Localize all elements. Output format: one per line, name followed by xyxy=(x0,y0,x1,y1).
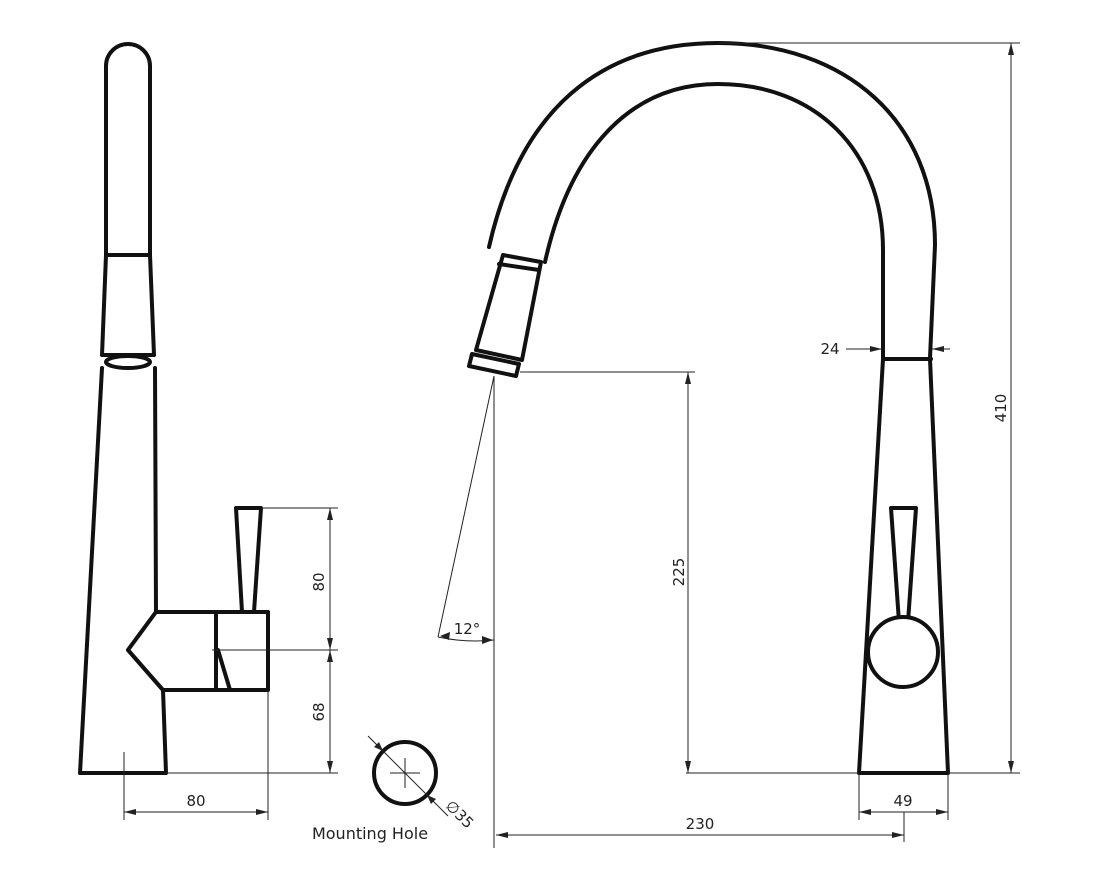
side-mixer-cap xyxy=(214,610,270,692)
front-view xyxy=(467,41,950,775)
side-mixer-cut xyxy=(216,648,232,692)
front-dimensions: 12° 225 24 410 49 230 xyxy=(437,42,1020,848)
front-gooseneck-inner xyxy=(543,82,885,360)
side-mixer-block xyxy=(126,610,218,692)
dim-base-width: 49 xyxy=(893,792,912,810)
side-ring-collar xyxy=(104,354,152,370)
mounting-hole-label: Mounting Hole xyxy=(312,824,428,843)
mounting-hole: ∅35 Mounting Hole xyxy=(312,735,477,843)
front-lever-handle xyxy=(889,506,918,624)
dim-spout-reach: 230 xyxy=(686,815,715,833)
front-mixer-knob xyxy=(866,615,940,689)
mounting-hole-circle xyxy=(372,740,438,806)
dim-handle-height: 80 xyxy=(310,572,328,591)
dim-spout-angle: 12° xyxy=(454,620,481,638)
side-body xyxy=(78,366,168,775)
front-spray-nozzle xyxy=(467,352,521,378)
dim-neck-width: 24 xyxy=(820,340,839,358)
front-spray-head xyxy=(474,253,543,362)
dim-base-depth: 80 xyxy=(186,792,205,810)
side-ring-band xyxy=(100,253,156,357)
front-body xyxy=(857,357,950,775)
side-spout-upper xyxy=(104,42,152,257)
dim-body-offset: 68 xyxy=(310,702,328,721)
side-dimensions: 80 68 80 xyxy=(123,507,338,820)
dim-hole-diameter: ∅35 xyxy=(442,797,477,832)
side-lever-handle xyxy=(234,506,263,614)
dim-spout-height: 225 xyxy=(670,558,688,587)
dim-total-height: 410 xyxy=(992,394,1010,423)
front-gooseneck-outer xyxy=(487,41,937,360)
side-view xyxy=(78,42,270,775)
